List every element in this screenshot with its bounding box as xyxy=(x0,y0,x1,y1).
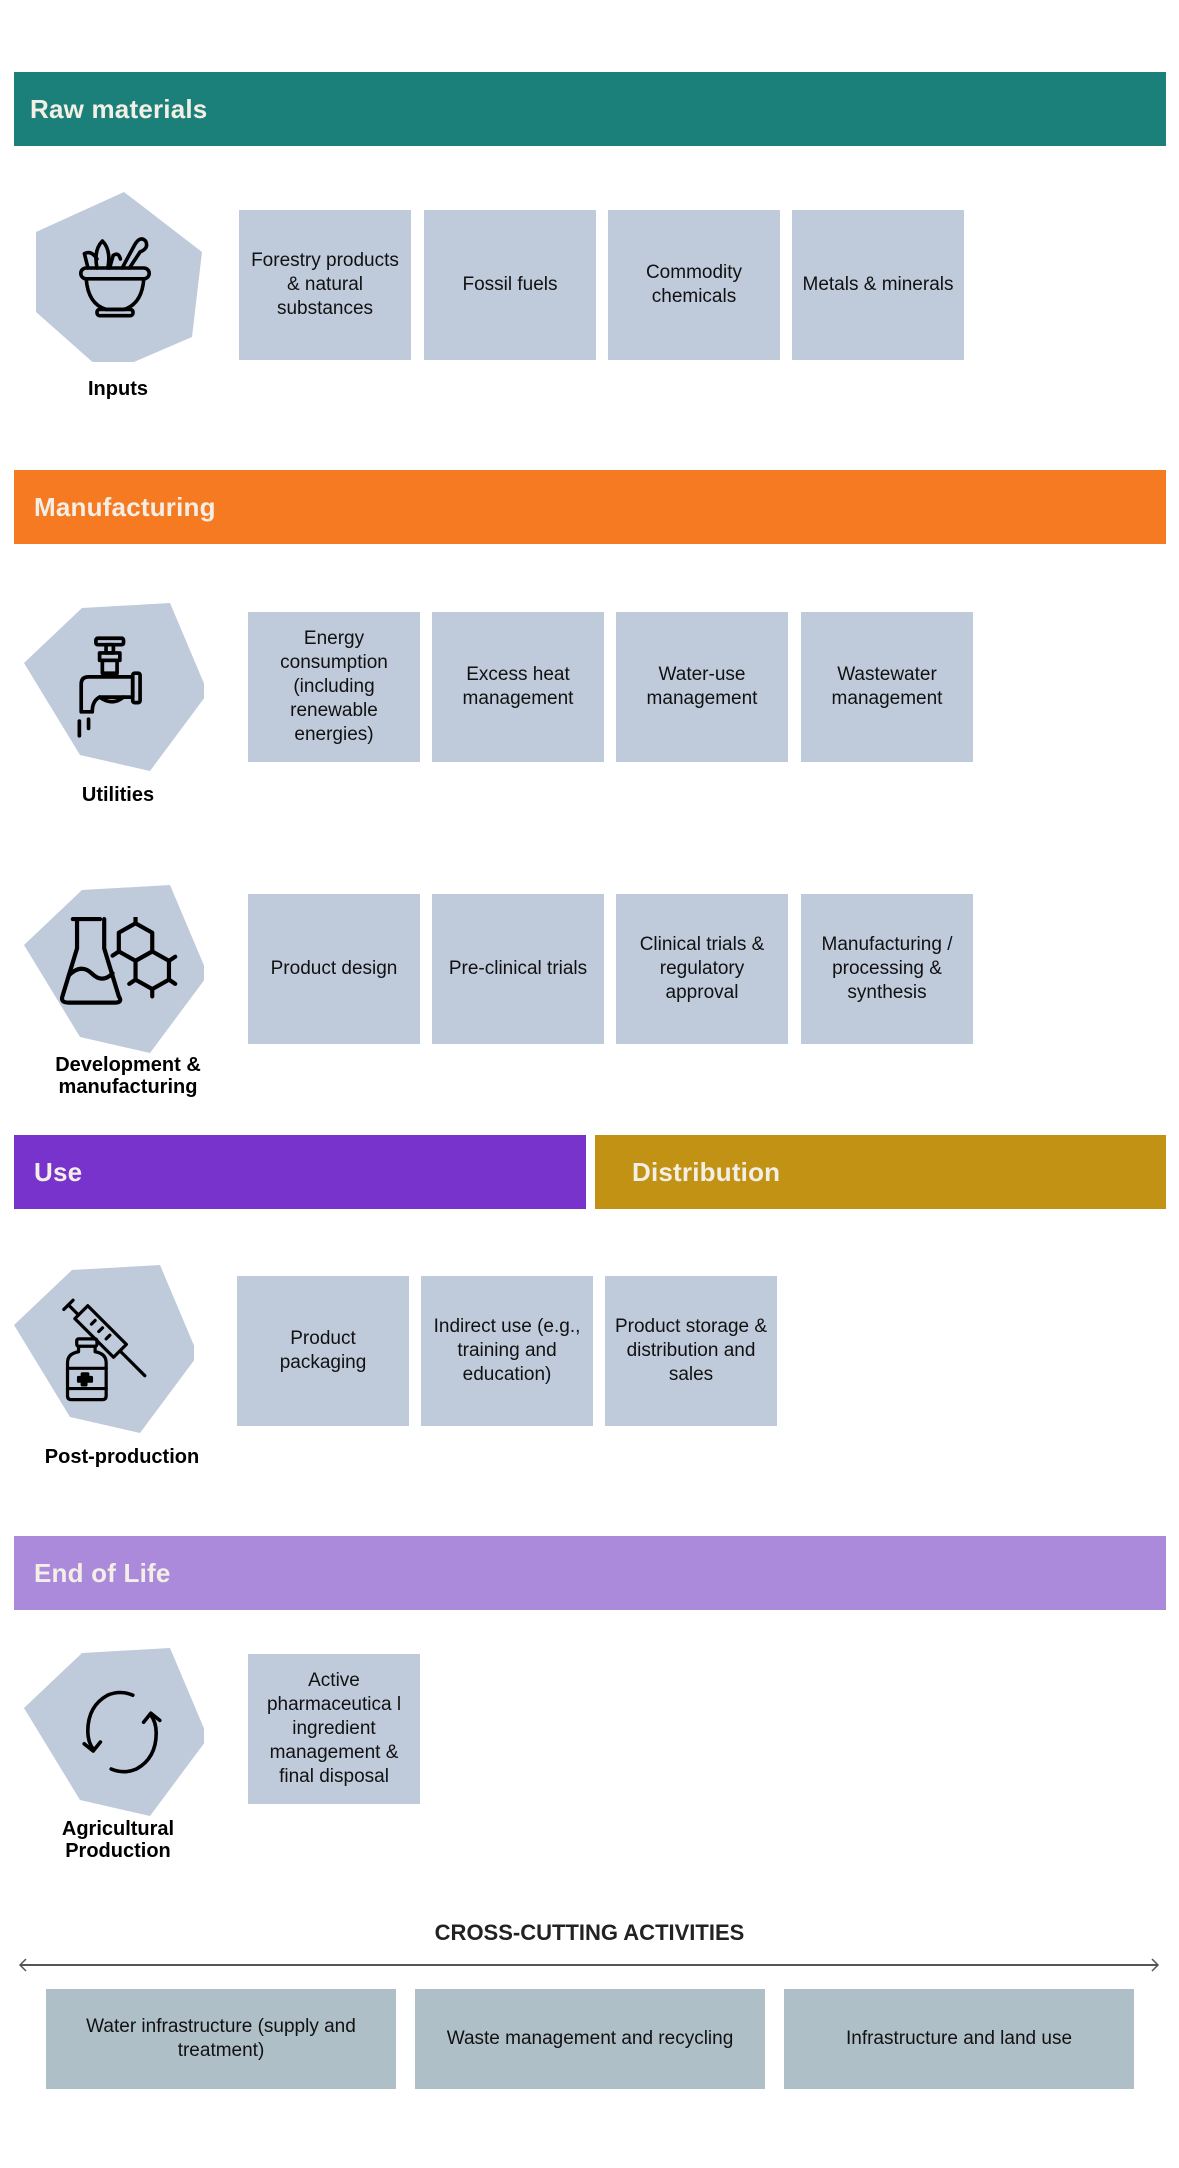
section-bar-end-of-life: End of Life xyxy=(14,1536,1166,1610)
hexagon-shape xyxy=(24,1648,204,1816)
tile-energy-consumption: Energy consumption (including renewable … xyxy=(248,612,420,762)
tile-fossil-fuels: Fossil fuels xyxy=(424,210,596,360)
section-title: Use xyxy=(34,1156,83,1187)
vial-syringe-icon xyxy=(62,1298,147,1402)
tile-forestry-products: Forestry products & natural substances xyxy=(239,210,411,360)
tile-commodity-chemicals: Commodity chemicals xyxy=(608,210,780,360)
tile-excess-heat: Excess heat management xyxy=(432,612,604,762)
flask-molecule-icon xyxy=(60,917,178,1005)
tile-manufacturing-processing: Manufacturing / processing & synthesis xyxy=(801,894,973,1044)
section-bar-manufacturing: Manufacturing xyxy=(14,470,1166,544)
water-tap-icon xyxy=(77,636,142,738)
cross-cutting-waste-management: Waste management and recycling xyxy=(415,1989,765,2089)
tile-product-packaging: Product packaging xyxy=(237,1276,409,1426)
cross-cutting-infrastructure-land: Infrastructure and land use xyxy=(784,1989,1134,2089)
group-label-inputs: Inputs xyxy=(88,378,148,400)
agricultural-hexagon xyxy=(24,1648,204,1818)
post-production-hexagon xyxy=(14,1265,194,1435)
hexagon-shape xyxy=(24,603,204,771)
group-label-agricultural: Agricultural Production xyxy=(61,1818,175,1862)
tile-api-management: Active pharmaceutica l ingredient manage… xyxy=(248,1654,420,1804)
development-hexagon xyxy=(24,885,204,1055)
group-label-development: Development & manufacturing xyxy=(55,1054,201,1098)
tile-indirect-use: Indirect use (e.g., training and educati… xyxy=(421,1276,593,1426)
section-title: Manufacturing xyxy=(34,491,216,522)
section-bar-use: Use xyxy=(14,1135,586,1209)
inputs-hexagon xyxy=(30,192,210,362)
tile-water-use: Water-use management xyxy=(616,612,788,762)
tile-metals-minerals: Metals & minerals xyxy=(792,210,964,360)
section-title: Raw materials xyxy=(30,93,208,124)
cross-cutting-title: CROSS-CUTTING ACTIVITIES xyxy=(434,1920,745,1945)
tile-pre-clinical: Pre-clinical trials xyxy=(432,894,604,1044)
section-bar-raw-materials: Raw materials xyxy=(14,72,1166,146)
hexagon-shape xyxy=(24,885,204,1053)
tile-clinical-trials: Clinical trials & regulatory approval xyxy=(616,894,788,1044)
cross-cutting-water-infrastructure: Water infrastructure (supply and treatme… xyxy=(46,1989,396,2089)
tile-wastewater: Wastewater management xyxy=(801,612,973,762)
section-title: Distribution xyxy=(632,1156,781,1187)
group-label-post-production: Post-production xyxy=(44,1446,200,1468)
section-bar-distribution: Distribution xyxy=(595,1135,1166,1209)
utilities-hexagon xyxy=(24,603,204,773)
double-arrow-line xyxy=(18,1958,1160,1972)
tile-product-design: Product design xyxy=(248,894,420,1044)
group-label-utilities: Utilities xyxy=(81,784,155,806)
mortar-pestle-icon xyxy=(79,237,151,318)
section-title: End of Life xyxy=(34,1557,171,1588)
recycle-arrows-icon xyxy=(82,1690,162,1774)
tile-product-storage: Product storage & distribution and sales xyxy=(605,1276,777,1426)
